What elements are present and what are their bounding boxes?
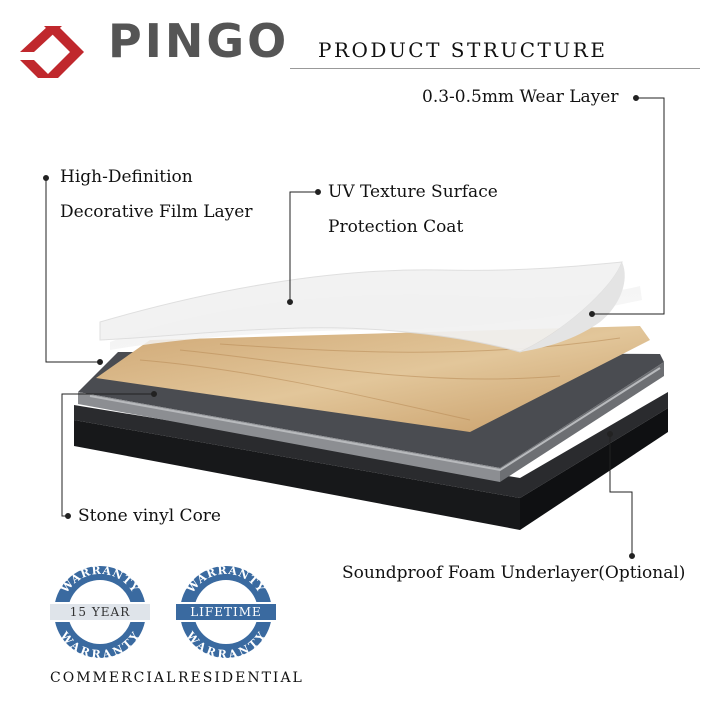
uv-coat-label-line1: UV Texture Surface [328,175,498,209]
underlayer-label: Soundproof Foam Underlayer(Optional) [342,556,685,590]
residential-caption: RESIDENTIAL [178,670,304,686]
commercial-warranty-badge: WARRANTY WARRANTY 15 YEAR [44,560,156,664]
film-layer-label-line2: Decorative Film Layer [60,195,252,229]
warranty-term: LIFETIME [190,605,262,619]
uv-coat-label-line2: Protection Coat [328,210,463,244]
residential-warranty-badge: WARRANTY WARRANTY LIFETIME [170,560,282,664]
warranty-term: 15 YEAR [70,605,130,619]
film-layer-label-line1: High-Definition [60,160,193,194]
commercial-caption: COMMERCIAL [50,670,177,686]
core-label: Stone vinyl Core [78,499,221,533]
wear-layer-label: 0.3-0.5mm Wear Layer [422,80,619,114]
